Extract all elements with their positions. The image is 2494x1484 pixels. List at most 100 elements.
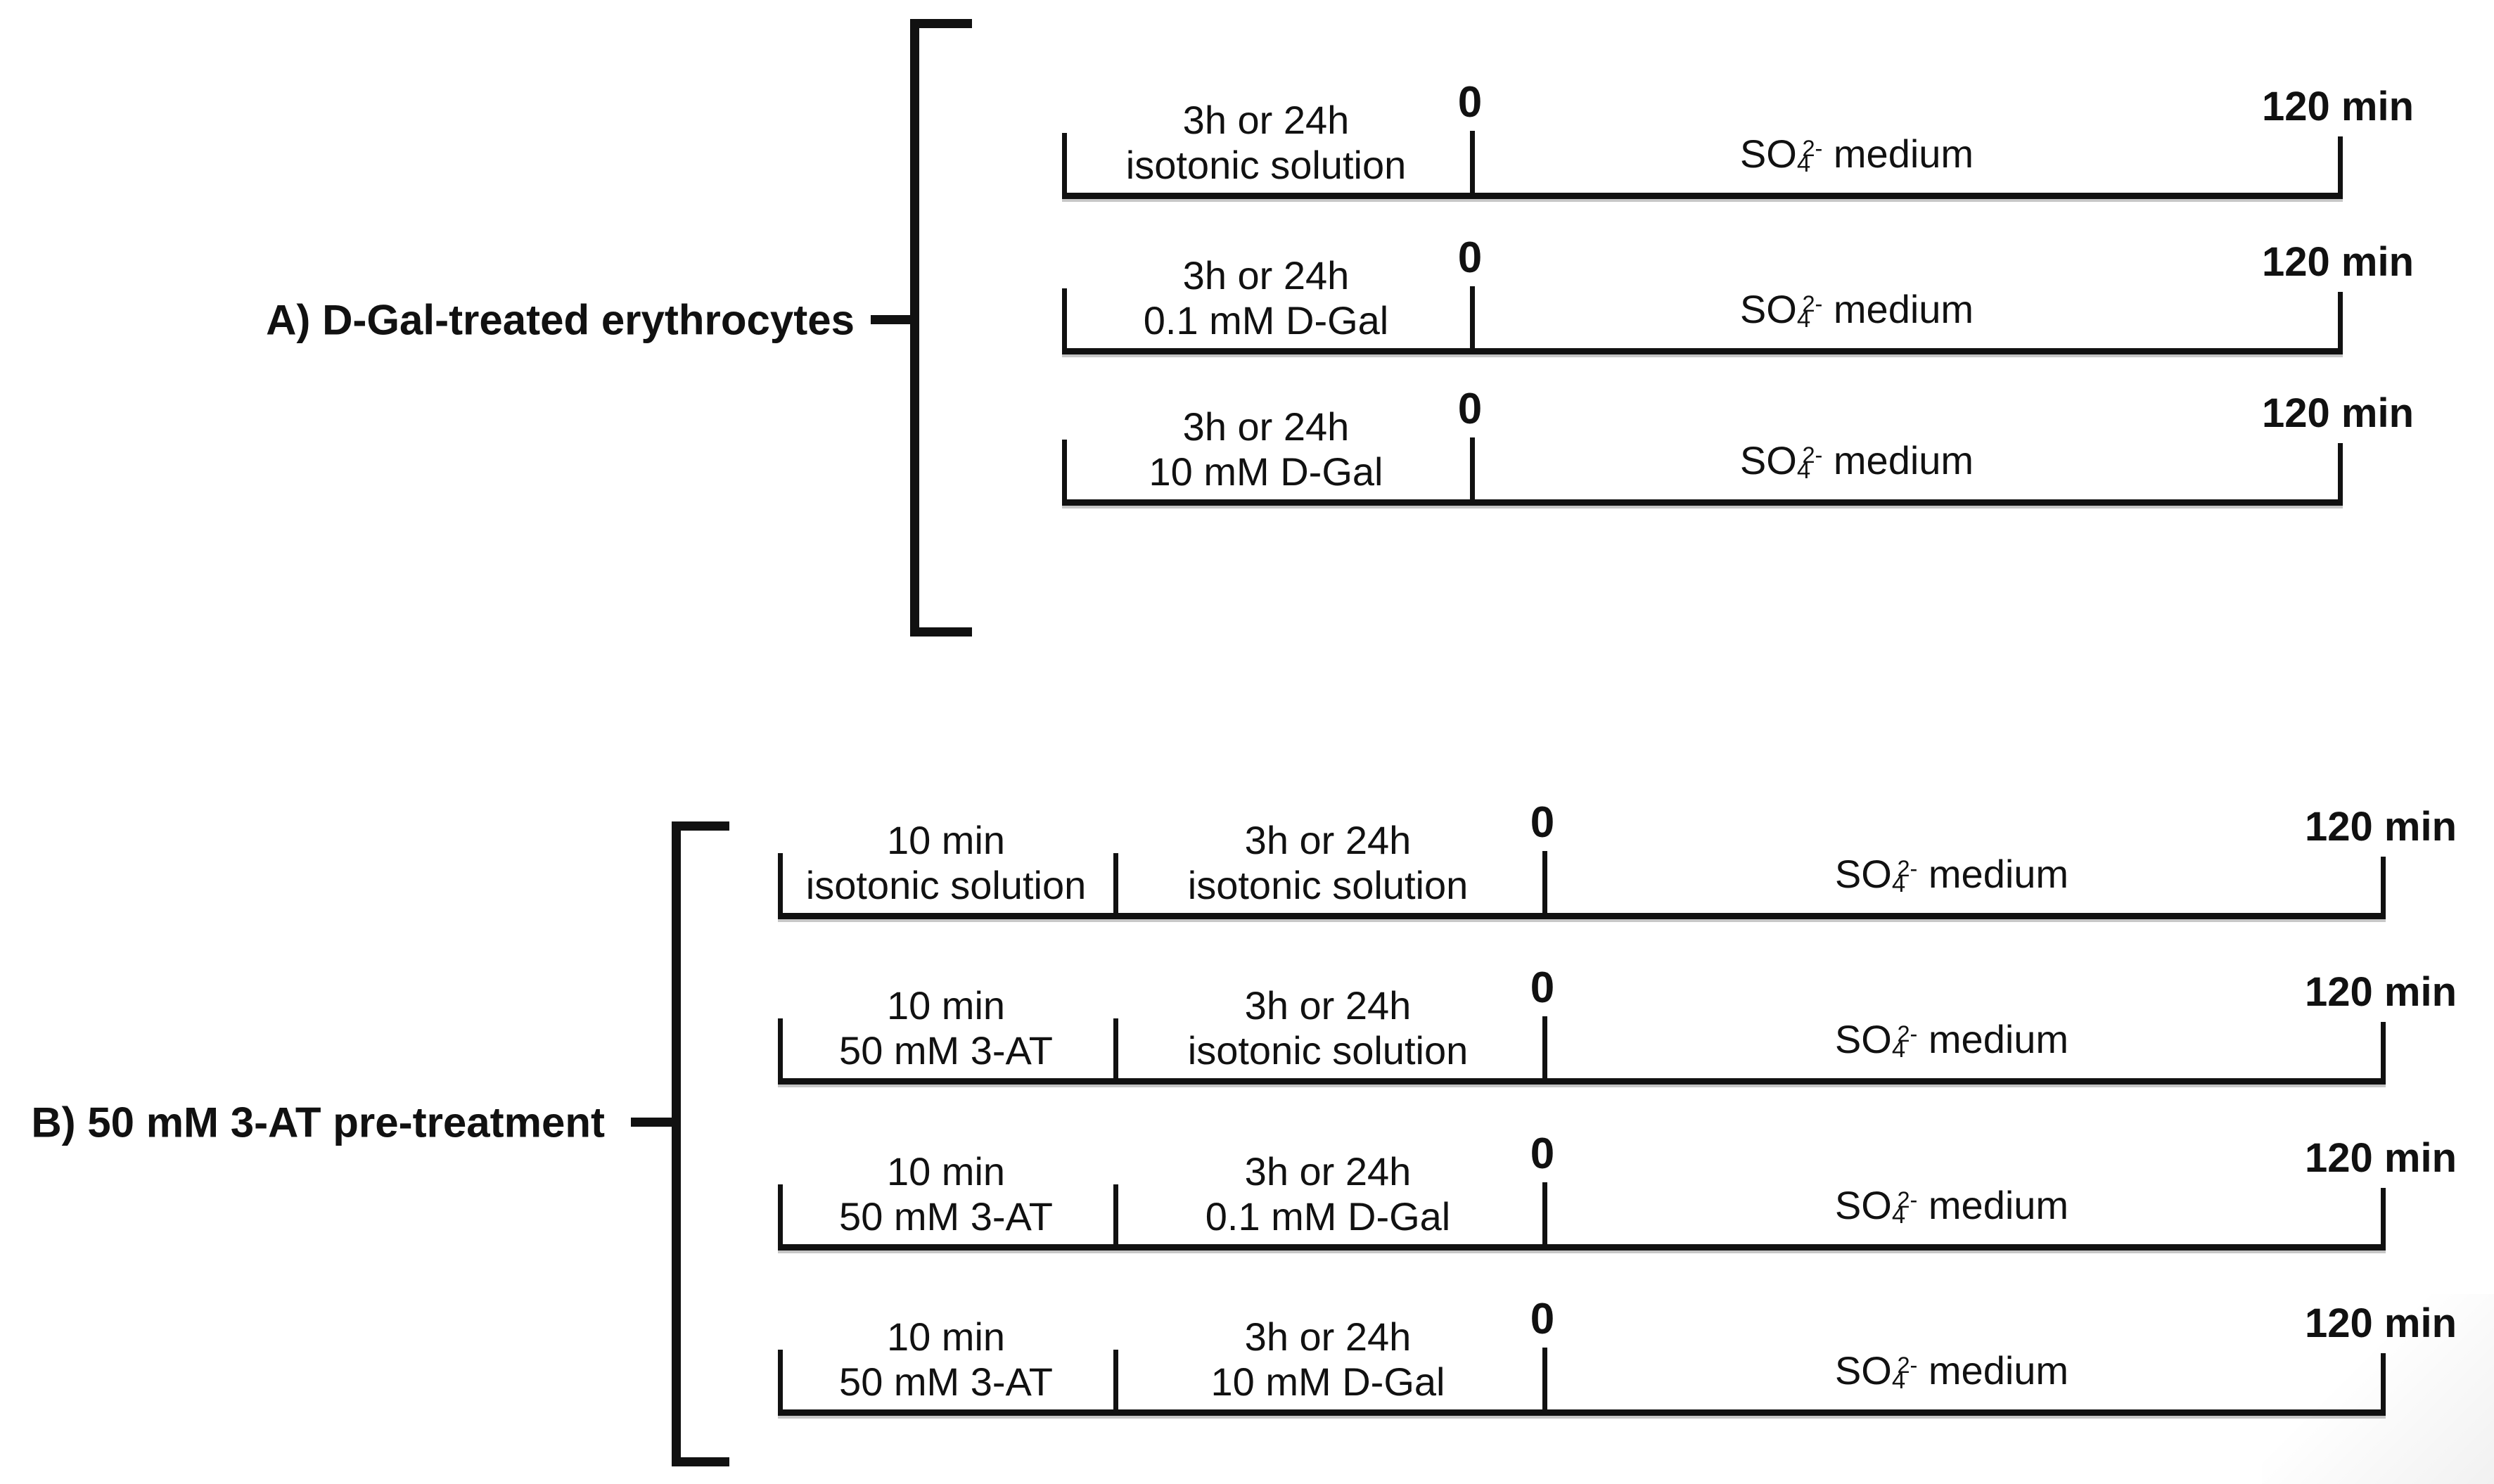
sulfate-medium-subscript: 4 — [1796, 151, 1811, 177]
end-time-label: 120 min — [2262, 390, 2414, 436]
end-time-label: 120 min — [2305, 1300, 2457, 1346]
sulfate-medium-suffix: medium — [1822, 286, 1974, 331]
time-end-tick — [2381, 857, 2386, 913]
sulfate-medium-subscript: 4 — [1891, 1202, 1906, 1229]
timeline-start-tick — [778, 1018, 783, 1078]
sulfate-medium-superscript: 2- — [1802, 291, 1823, 317]
sulfate-medium-base: SO — [1739, 286, 1797, 331]
sulfate-medium-label: SO42- medium — [1835, 1182, 2068, 1229]
timeline-start-tick — [1062, 133, 1067, 193]
time-zero-tick — [1542, 1016, 1547, 1078]
sulfate-medium-label: SO42- medium — [1835, 851, 2068, 898]
sulfate-medium-suffix: medium — [1822, 437, 1974, 482]
phase-label-line: isotonic solution — [805, 863, 1087, 907]
time-end-tick — [2381, 1353, 2386, 1409]
time-zero-tick — [1542, 1182, 1547, 1244]
phase-label-line: 10 min — [886, 818, 1006, 862]
sulfate-medium-suffix: medium — [1917, 1182, 2069, 1227]
phase-label-line: isotonic solution — [1125, 143, 1407, 187]
sulfate-medium-label: SO42- medium — [1740, 131, 1974, 178]
zero-time-label: 0 — [1530, 964, 1555, 1012]
sulfate-medium-label: SO42- medium — [1740, 437, 1974, 485]
time-zero-tick — [1542, 1348, 1547, 1409]
end-time-label: 120 min — [2305, 804, 2457, 850]
timeline-baseline — [1062, 193, 2343, 199]
sulfate-medium-superscript: 2- — [1802, 136, 1823, 162]
sulfate-medium-label: SO42- medium — [1835, 1016, 2068, 1063]
phase-label-line: 10 mM D-Gal — [1149, 449, 1383, 494]
time-zero-tick — [1470, 437, 1475, 499]
phase-label-line: isotonic solution — [1187, 863, 1469, 907]
phase-label-line: 3h or 24h — [1182, 98, 1350, 142]
timeline-start-tick — [778, 1350, 783, 1409]
sulfate-medium-base: SO — [1834, 851, 1892, 896]
time-zero-tick — [1470, 286, 1475, 348]
phase-label-line: 50 mM 3-AT — [839, 1028, 1053, 1073]
sulfate-medium-base: SO — [1834, 1016, 1892, 1061]
panel-b-title: B) 50 mM 3-AT pre-treatment — [31, 1099, 605, 1146]
phase-label-line: 0.1 mM D-Gal — [1143, 298, 1389, 343]
phase-label-line: 3h or 24h — [1244, 1315, 1412, 1359]
time-end-tick — [2338, 292, 2343, 348]
phase-label-line: 3h or 24h — [1182, 404, 1350, 449]
sulfate-medium-subscript: 4 — [1796, 457, 1811, 484]
timeline-start-tick — [1062, 440, 1067, 499]
segment-divider-tick — [1113, 1350, 1118, 1409]
sulfate-medium-superscript: 2- — [1897, 1352, 1918, 1379]
sulfate-medium-base: SO — [1834, 1348, 1892, 1393]
timeline-baseline — [778, 1409, 2386, 1416]
zero-time-label: 0 — [1457, 234, 1483, 282]
sulfate-medium-suffix: medium — [1917, 1016, 2069, 1061]
panel-a-title: A) D-Gal-treated erythrocytes — [266, 296, 855, 344]
phase-label-line: 10 min — [886, 1315, 1006, 1359]
timeline-baseline — [778, 913, 2386, 919]
segment-divider-tick — [1113, 1018, 1118, 1078]
sulfate-medium-label: SO42- medium — [1835, 1348, 2068, 1395]
phase-label-line: 3h or 24h — [1244, 983, 1412, 1028]
sulfate-medium-suffix: medium — [1917, 1348, 2069, 1393]
sulfate-medium-base: SO — [1739, 131, 1797, 176]
sulfate-medium-label: SO42- medium — [1740, 286, 1974, 333]
phase-label-line: 3h or 24h — [1182, 253, 1350, 298]
segment-divider-tick — [1113, 853, 1118, 913]
zero-time-label: 0 — [1530, 1130, 1555, 1178]
time-end-tick — [2338, 136, 2343, 193]
time-end-tick — [2381, 1022, 2386, 1078]
time-end-tick — [2381, 1188, 2386, 1244]
time-zero-tick — [1542, 851, 1547, 913]
sulfate-medium-subscript: 4 — [1891, 1036, 1906, 1063]
end-time-label: 120 min — [2262, 84, 2414, 129]
sulfate-medium-suffix: medium — [1822, 131, 1974, 176]
phase-label-line: 0.1 mM D-Gal — [1205, 1194, 1451, 1239]
timeline-baseline — [778, 1244, 2386, 1250]
sulfate-medium-superscript: 2- — [1802, 442, 1823, 468]
sulfate-medium-superscript: 2- — [1897, 1021, 1918, 1047]
time-end-tick — [2338, 443, 2343, 499]
zero-time-label: 0 — [1530, 1295, 1555, 1343]
phase-label-line: isotonic solution — [1187, 1028, 1469, 1073]
phase-label-line: 3h or 24h — [1244, 1149, 1412, 1194]
zero-time-label: 0 — [1457, 385, 1483, 433]
segment-divider-tick — [1113, 1184, 1118, 1244]
zero-time-label: 0 — [1530, 798, 1555, 847]
zero-time-label: 0 — [1457, 78, 1483, 127]
sulfate-medium-base: SO — [1834, 1182, 1892, 1227]
sulfate-medium-subscript: 4 — [1891, 871, 1906, 897]
timeline-baseline — [778, 1078, 2386, 1085]
phase-label-line: 10 min — [886, 1149, 1006, 1194]
timeline-start-tick — [778, 853, 783, 913]
phase-label-line: 50 mM 3-AT — [839, 1360, 1053, 1404]
end-time-label: 120 min — [2305, 969, 2457, 1015]
phase-label-line: 50 mM 3-AT — [839, 1194, 1053, 1239]
